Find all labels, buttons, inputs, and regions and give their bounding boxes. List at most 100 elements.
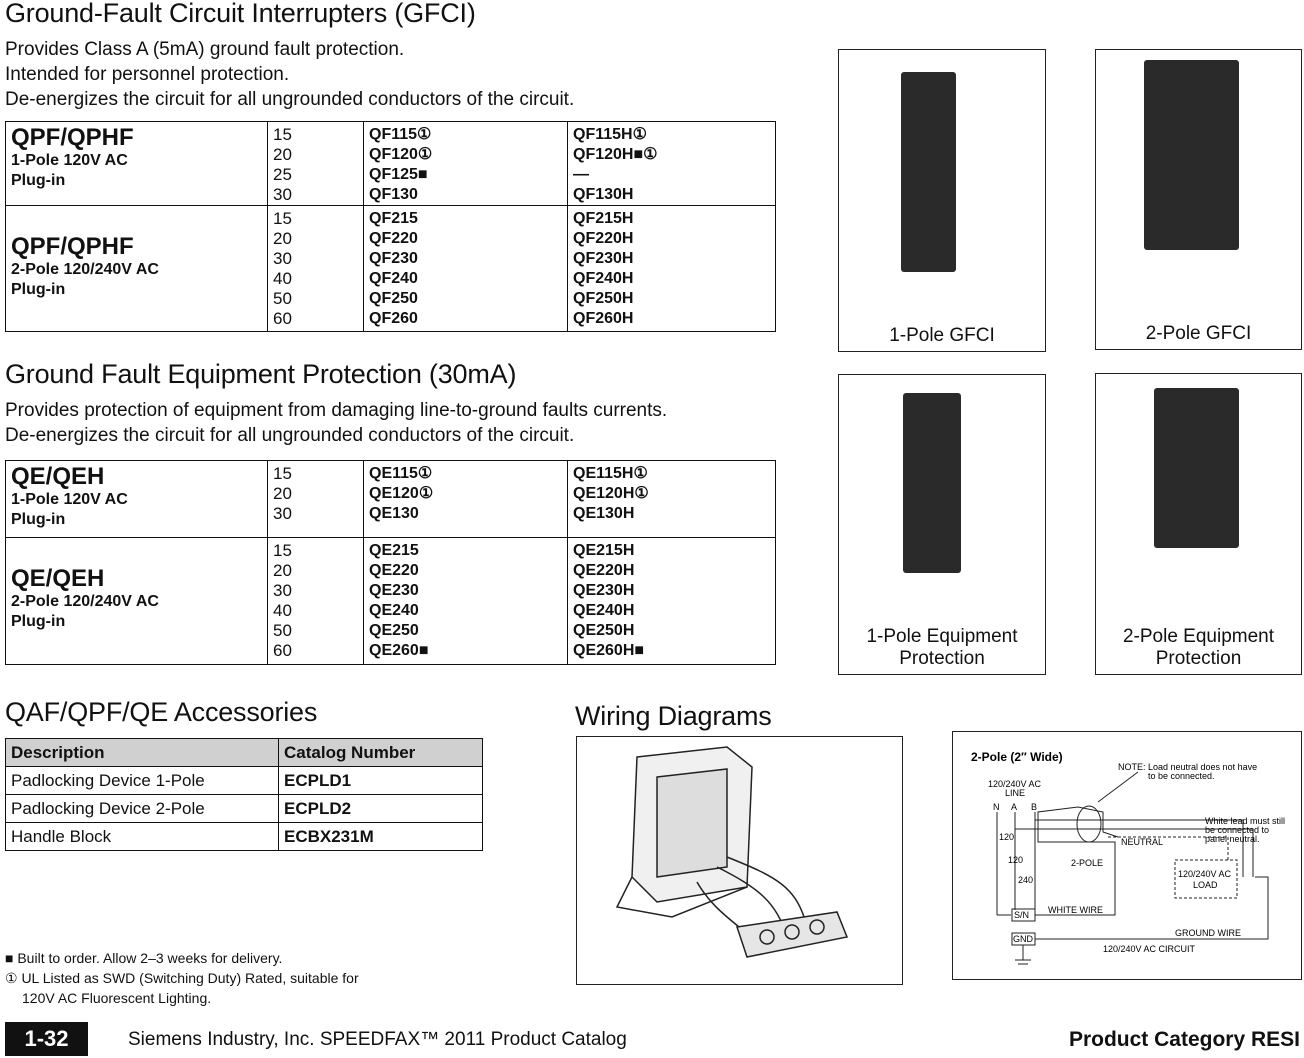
- amp-rating: 40: [273, 601, 292, 620]
- catalog-number-hic: QE115H①: [573, 465, 648, 482]
- catalog-number: QE130: [369, 505, 419, 522]
- gfep-description: Provides protection of equipment from da…: [5, 398, 667, 448]
- desc-line: De-energizes the circuit for all ungroun…: [5, 425, 575, 446]
- catalog-number: QE240: [369, 602, 419, 619]
- catalog-number: QE120①: [369, 485, 434, 502]
- desc-line: Intended for personnel protection.: [5, 64, 290, 85]
- amp-rating: 20: [273, 561, 292, 580]
- breaker-image: [901, 72, 956, 272]
- diagram-heading: 2-Pole (2″ Wide): [971, 750, 1063, 764]
- amp-rating: 50: [273, 289, 292, 308]
- cell-description: Padlocking Device 2-Pole: [5, 794, 279, 823]
- product-family: QE/QEH: [11, 463, 105, 490]
- diagram-label: B: [1031, 802, 1037, 812]
- catalog-number: QF220: [369, 230, 418, 247]
- catalog-number: QF250: [369, 290, 418, 307]
- catalog-number-hic: QE130H: [573, 505, 635, 522]
- diagram-label: LINE: [1005, 788, 1025, 798]
- catalog-number-hic: QF215H: [573, 210, 634, 227]
- catalog-number-hic: QE230H: [573, 582, 635, 599]
- product-family: QPF/QPHF: [11, 233, 134, 260]
- amp-rating: 15: [273, 541, 292, 560]
- accessories-title: QAF/QPF/QE Accessories: [5, 697, 318, 727]
- diagram-label: NEUTRAL: [1121, 837, 1163, 847]
- amp-rating: 40: [273, 269, 292, 288]
- footnote-built-to-order: ■ Built to order. Allow 2–3 weeks for de…: [5, 950, 283, 966]
- diagram-label: WHITE WIRE: [1048, 905, 1103, 915]
- footer-category: Product Category RESI: [1068, 1028, 1300, 1051]
- diagram-label: N: [993, 802, 1000, 812]
- catalog-number: QE260■: [369, 642, 429, 659]
- catalog-number: QF240: [369, 270, 418, 287]
- gfci-description: Provides Class A (5mA) ground fault prot…: [5, 37, 574, 112]
- product-mount: Plug-in: [11, 172, 66, 189]
- diagram-note: White lead must still: [1205, 816, 1285, 826]
- photo-2pole-equipment: 2-Pole Equipment Protection: [1095, 373, 1302, 675]
- catalog-hic-cell: QE115H① QE120H① QE130H: [567, 460, 776, 538]
- footer-catalog: Siemens Industry, Inc. SPEEDFAX™ 2011 Pr…: [128, 1029, 627, 1050]
- diagram-label: 120: [999, 832, 1014, 842]
- amp-rating: 50: [273, 621, 292, 640]
- diagram-label: 120/240V AC: [1178, 869, 1232, 879]
- diagram-label: GROUND WIRE: [1175, 928, 1241, 938]
- amp-rating: 15: [273, 125, 292, 144]
- catalog-number: QE250: [369, 622, 419, 639]
- photo-2pole-gfci: 2-Pole GFCI: [1095, 49, 1302, 350]
- product-mount: Plug-in: [11, 511, 66, 528]
- photo-caption: 2-Pole Equipment Protection: [1122, 626, 1275, 669]
- catalog-number-hic: QE250H: [573, 622, 635, 639]
- catalog-number-hic: QF115H①: [573, 126, 647, 143]
- footnote-ul-listed: ① UL Listed as SWD (Switching Duty) Rate…: [5, 970, 359, 986]
- catalog-number: QE230: [369, 582, 419, 599]
- amp-rating: 60: [273, 641, 292, 660]
- wiring-illustration: [576, 736, 903, 985]
- gfep-title: Ground Fault Equipment Protection (30mA): [5, 359, 517, 389]
- amp-rating: 60: [273, 309, 292, 328]
- page-number: 1-32: [5, 1022, 88, 1056]
- wiring-diagram-2pole: 2-Pole (2″ Wide) NOTE: Load neutral does…: [952, 731, 1302, 980]
- diagram-label: GND: [1013, 934, 1034, 944]
- catalog-number-hic: QF230H: [573, 250, 634, 267]
- catalog-number-hic: QE120H①: [573, 485, 649, 502]
- catalog-number: QF130: [369, 186, 418, 203]
- diagram-note: panel neutral.: [1205, 834, 1260, 844]
- catalog-number-hic: QE215H: [573, 542, 635, 559]
- amp-rating: 15: [273, 209, 292, 228]
- diagram-note: be connected to: [1205, 825, 1269, 835]
- catalog-number: QF230: [369, 250, 418, 267]
- header-catalog-number: Catalog Number: [278, 738, 483, 767]
- breaker-image: [903, 393, 961, 573]
- amp-rating: 15: [273, 464, 292, 483]
- amp-rating: 30: [273, 249, 292, 268]
- desc-line: De-energizes the circuit for all ungroun…: [5, 89, 575, 110]
- amp-rating: 20: [273, 229, 292, 248]
- photo-1pole-equipment: 1-Pole Equipment Protection: [838, 374, 1046, 675]
- photo-caption: 2-Pole GFCI: [1145, 323, 1252, 344]
- catalog-number: QE215: [369, 542, 419, 559]
- catalog-number: QE220: [369, 562, 419, 579]
- diagram-label: 120: [1008, 855, 1023, 865]
- amp-rating: 20: [273, 484, 292, 503]
- product-family: QPF/QPHF: [11, 124, 134, 151]
- diagram-label: 120/240V AC: [988, 779, 1042, 789]
- diagram-label: A: [1011, 802, 1017, 812]
- desc-line: Provides protection of equipment from da…: [5, 400, 668, 421]
- gfci-title: Ground-Fault Circuit Interrupters (GFCI): [5, 0, 476, 28]
- footnote-ul-listed-cont: 120V AC Fluorescent Lighting.: [22, 990, 212, 1006]
